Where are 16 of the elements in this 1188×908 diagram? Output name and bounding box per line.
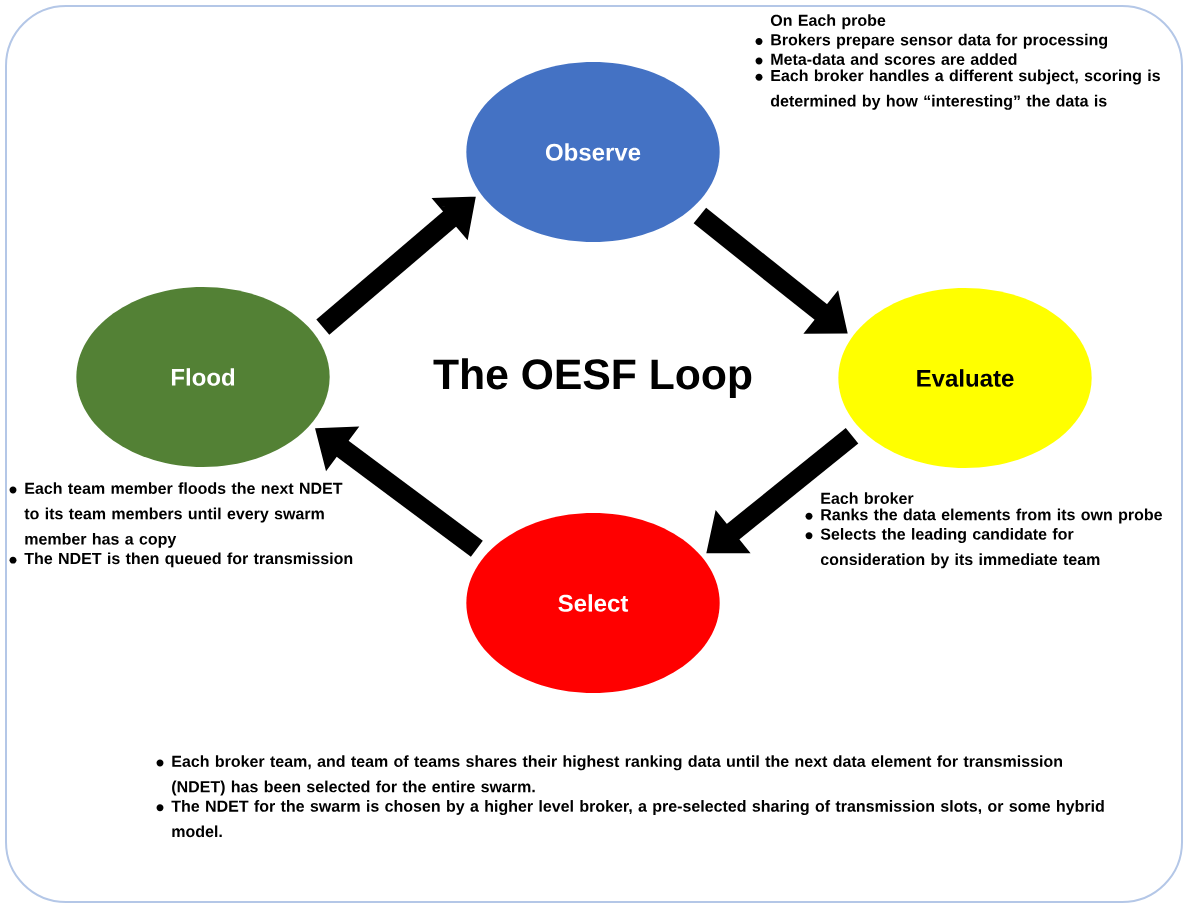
bullet-text: The NDET is then queued for transmission (24, 552, 353, 568)
bullet-text: Each broker handles a different subject, scoring is determined by how “interesting” the data is (770, 69, 1160, 110)
bullet-text: Brokers prepare sensor data for processing (771, 33, 1108, 49)
bullet-text: Selects the leading candidate for consideration by its immediate team (820, 528, 1100, 569)
ellipse-node: Observe (466, 62, 720, 242)
ellipse-node: Evaluate (838, 288, 1092, 468)
title: The OESF Loop (433, 358, 752, 398)
bullet-text: Meta-data and scores are added (771, 53, 1017, 65)
bullet-text: Each broker team, and team of teams shares their highest ranking data until the next data element for transmission (NDET) has been selected for the entire swarm. (172, 755, 1062, 796)
ellipse-node: Select (466, 513, 720, 693)
bullet-text: Each team member floods the next NDET to its team members until every swarm member has a copy (24, 482, 343, 548)
bullet-text: Ranks the data elements from its own probe (821, 508, 1162, 524)
note-heading: On Each probe (770, 14, 886, 30)
note-heading: Each broker (821, 492, 914, 504)
bullet-text: The NDET for the swarm is chosen by a higher level broker, a pre-selected sharing of transmission slots, or some hybrid model. (171, 800, 1104, 838)
ellipse-node: Flood (76, 287, 330, 467)
